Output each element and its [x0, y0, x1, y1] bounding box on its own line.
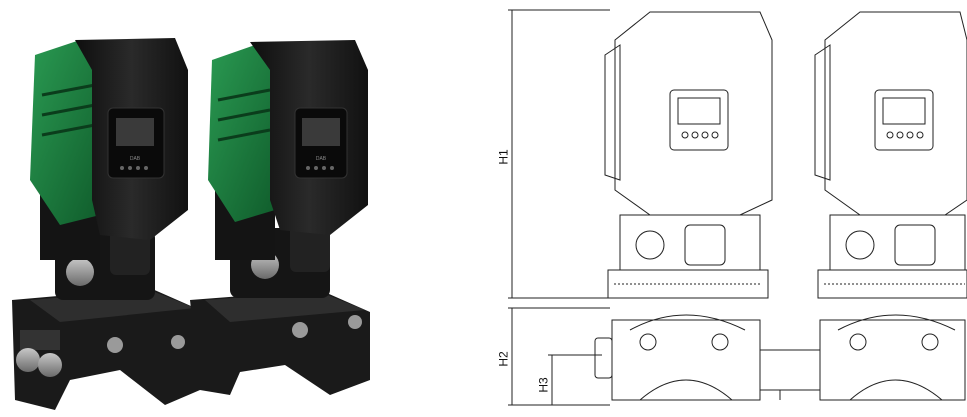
dimension-drawing-svg: [508, 9, 967, 406]
twin-pump-illustration: DAB DAB: [12, 38, 370, 410]
display-brand-left: DAB: [130, 156, 141, 162]
product-photo: DAB DAB: [0, 0, 480, 412]
dimension-label-h3: H3: [536, 377, 551, 393]
drawing-pump-a: [594, 11, 773, 401]
display-brand-right: DAB: [316, 156, 327, 162]
dimension-label-h2: H2: [496, 351, 511, 367]
pump-right: DAB: [190, 40, 370, 395]
drawing-pump-b: [814, 11, 967, 401]
pump-left: DAB: [12, 38, 200, 410]
dimension-label-h1: H1: [496, 149, 511, 165]
dimension-drawing: H1 H2 H3: [490, 0, 967, 412]
